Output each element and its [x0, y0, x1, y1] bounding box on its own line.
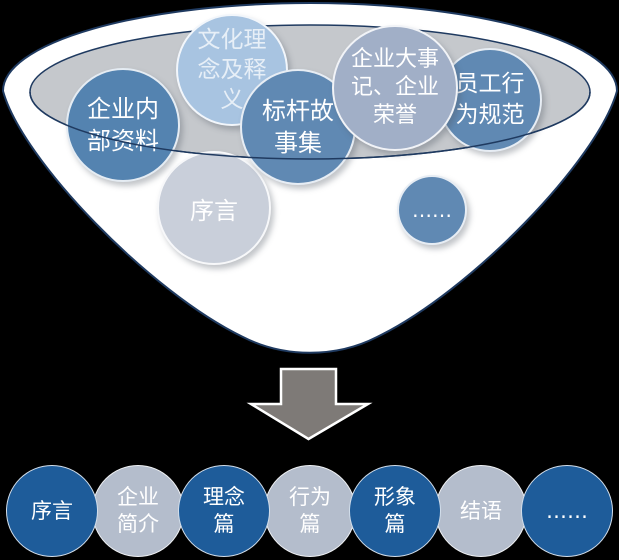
funnel-bubble-internal-materials: 企业内 部资料: [66, 68, 180, 182]
chapter-circle-more: ……: [521, 465, 613, 557]
bubble-label: 企业大事 记、企业 荣誉: [350, 47, 439, 128]
chapter-label: 理念 篇: [203, 485, 245, 536]
funnel-bubble-preface: 序言: [157, 151, 271, 265]
chapter-label: 序言: [31, 498, 73, 523]
bubble-label: 标杆故 事集: [262, 97, 334, 157]
funnel-bubble-milestones-honors: 企业大事 记、企业 荣誉: [332, 25, 458, 151]
funnel-bubble-more: ……: [397, 175, 467, 245]
bubble-label: 企业内 部资料: [87, 95, 159, 155]
chapter-circle-company-profile: 企业 简介: [92, 465, 184, 557]
chapter-circle-preface: 序言: [6, 465, 98, 557]
chapter-label: 企业 简介: [117, 485, 159, 536]
chapter-label: 行为 篇: [289, 485, 331, 536]
bubble-label: 序言: [190, 196, 238, 225]
chapter-circle-image-chapter: 形象 篇: [349, 465, 441, 557]
chapter-label: ……: [546, 498, 588, 523]
chapter-circle-concept-chapter: 理念 篇: [178, 465, 270, 557]
bubble-label: ……: [412, 198, 452, 222]
chapter-label: 结语: [460, 498, 502, 523]
chapter-label: 形象 篇: [374, 485, 416, 536]
bubble-label: 员工行 为规范: [455, 71, 525, 128]
chapter-circle-conclusion: 结语: [435, 465, 527, 557]
chapter-circle-behavior-chapter: 行为 篇: [264, 465, 356, 557]
